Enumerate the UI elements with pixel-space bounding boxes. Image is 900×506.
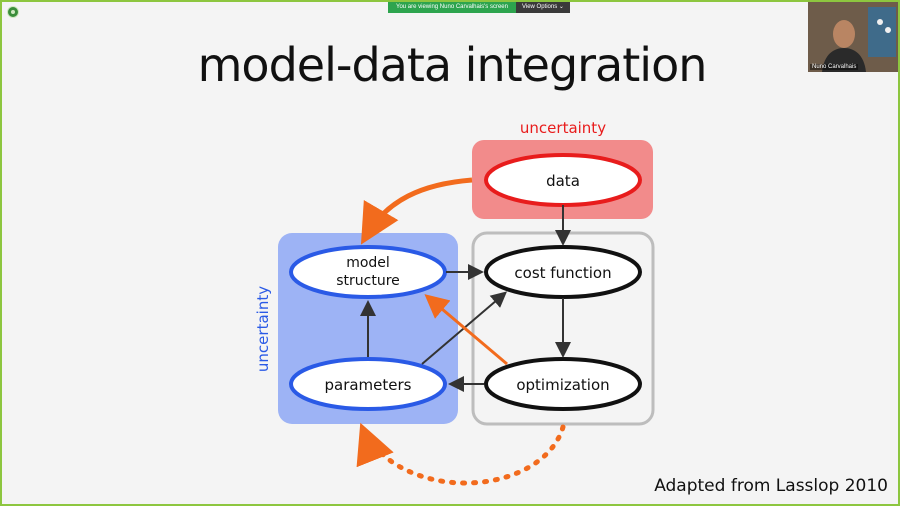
cost-function-label: cost function (514, 264, 611, 282)
model-structure-label-1: model (346, 255, 390, 271)
data-label: data (546, 172, 580, 190)
arrow-parameters-to-cost (421, 291, 508, 365)
cost-function-node (484, 245, 642, 299)
model-structure-node (289, 245, 447, 299)
parameters-label: parameters (324, 376, 411, 394)
participant-avatar (808, 2, 898, 72)
share-status-text: You are viewing Nuno Carvalhais's screen (388, 2, 516, 13)
screen-share-bar: You are viewing Nuno Carvalhais's screen… (388, 2, 570, 13)
orange-arrow-data-to-model (360, 177, 473, 245)
model-structure-label-2: structure (336, 273, 400, 289)
slide-title: model-data integration (197, 38, 708, 92)
view-options-button[interactable]: View Options ⌄ (515, 2, 570, 13)
chevron-down-icon: ⌄ (558, 4, 564, 10)
view-options-label: View Options (521, 4, 558, 10)
uncertainty-left-label: uncertainty (254, 286, 272, 372)
uncertainty-top-label: uncertainty (520, 119, 606, 137)
optimization-label: optimization (516, 376, 609, 394)
participant-name: Nuno Carvalhais (810, 64, 859, 70)
optimization-node (484, 357, 642, 411)
orange-dotted-arrow (356, 422, 566, 486)
meeting-info-icon[interactable] (7, 6, 19, 18)
orange-arrow-optimization-to-model (424, 294, 508, 366)
parameters-node (289, 357, 447, 411)
slide-credit: Adapted from Lasslop 2010 (654, 476, 888, 496)
participant-video[interactable]: Nuno Carvalhais (808, 2, 898, 72)
